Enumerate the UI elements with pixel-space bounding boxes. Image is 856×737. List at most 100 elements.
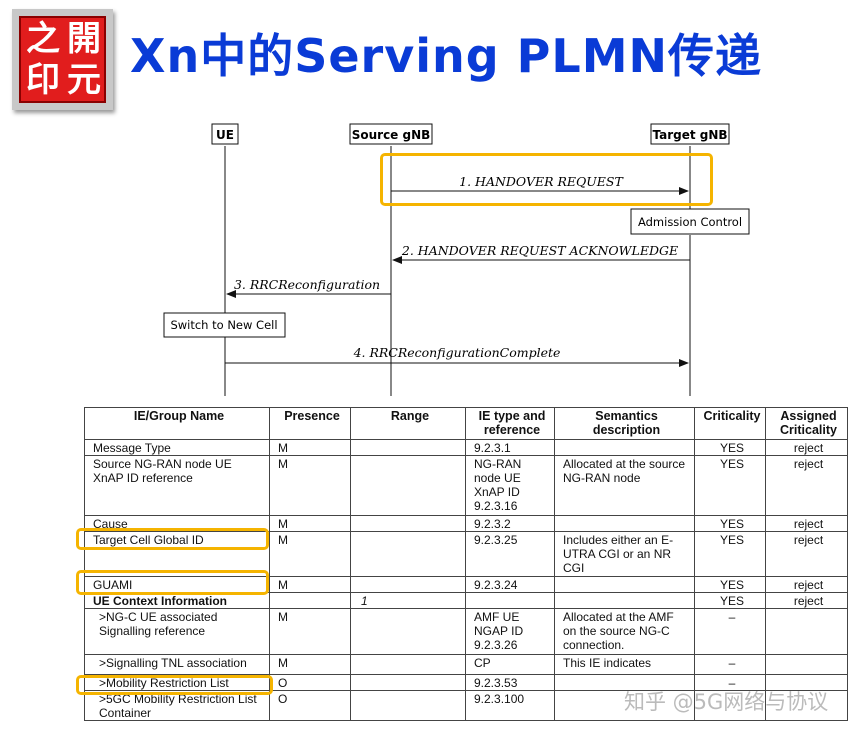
cell-ie-name: >Mobility Restriction List: [84, 674, 270, 691]
logo-char: 之: [26, 19, 60, 59]
cell-presence: M: [269, 439, 351, 456]
col-header-criticality: Criticality: [694, 407, 766, 440]
cell-semantics: [554, 515, 695, 532]
cell-presence: M: [269, 576, 351, 593]
cell-ie-type: [465, 592, 555, 609]
table-row: Source NG-RAN node UE XnAP ID reference …: [84, 455, 848, 516]
cell-criticality: –: [694, 654, 766, 675]
cell-ie-type: 9.2.3.53: [465, 674, 555, 691]
note-admission-control-label: Admission Control: [638, 215, 742, 229]
note-switch-label: Switch to New Cell: [170, 318, 277, 332]
cell-assigned-criticality: reject: [765, 592, 848, 609]
highlight-guami: [76, 570, 269, 595]
lifeline-source-label: Source gNB: [352, 128, 431, 142]
cell-semantics: [554, 592, 695, 609]
cell-ie-type: AMF UE NGAP ID 9.2.3.26: [465, 608, 555, 655]
table-row: Message Type M 9.2.3.1 YES reject: [84, 439, 848, 456]
highlight-mobility-restriction-list: [76, 675, 273, 695]
cell-ie-type: 9.2.3.100: [465, 690, 555, 721]
highlight-target-cell-global-id: [76, 528, 269, 550]
cell-presence: M: [269, 455, 351, 516]
logo-badge: 之 開 印 元: [19, 16, 106, 103]
cell-range: [350, 439, 466, 456]
cell-criticality: YES: [694, 531, 766, 577]
cell-presence: O: [269, 674, 351, 691]
cell-ie-name: >Signalling TNL association: [84, 654, 270, 675]
highlight-handover-request: [380, 153, 713, 206]
cell-ie-type: 9.2.3.2: [465, 515, 555, 532]
col-header-ie-name: IE/Group Name: [84, 407, 270, 440]
cell-ie-type: CP: [465, 654, 555, 675]
cell-range: [350, 531, 466, 577]
cell-range: [350, 654, 466, 675]
cell-criticality: YES: [694, 439, 766, 456]
cell-ie-name: Message Type: [84, 439, 270, 456]
cell-semantics: [554, 576, 695, 593]
col-header-semantics: Semantics description: [554, 407, 695, 440]
cell-assigned-criticality: reject: [765, 576, 848, 593]
table-row: >Mobility Restriction List O 9.2.3.53 –: [84, 674, 848, 691]
cell-range: [350, 608, 466, 655]
cell-assigned-criticality: reject: [765, 531, 848, 577]
cell-presence: M: [269, 608, 351, 655]
cell-ie-name: Source NG-RAN node UE XnAP ID reference: [84, 455, 270, 516]
cell-range: [350, 690, 466, 721]
cell-semantics: This IE indicates: [554, 654, 695, 675]
lifeline-target-gnb: Target gNB: [650, 123, 730, 145]
cell-criticality: YES: [694, 576, 766, 593]
cell-assigned-criticality: [765, 654, 848, 675]
cell-assigned-criticality: [765, 690, 848, 721]
cell-criticality: [694, 690, 766, 721]
message-label-1: 1. HANDOVER REQUEST: [459, 174, 624, 189]
table-header-row: IE/Group Name Presence Range IE type and…: [84, 407, 848, 440]
cell-ie-type: NG-RAN node UE XnAP ID 9.2.3.16: [465, 455, 555, 516]
col-header-range: Range: [350, 407, 466, 440]
table-row: Cause M 9.2.3.2 YES reject: [84, 515, 848, 532]
cell-ie-type: 9.2.3.25: [465, 531, 555, 577]
cell-criticality: YES: [694, 455, 766, 516]
sequence-diagram: UE Source gNB Target gNB 1. HANDOVER REQ…: [163, 123, 750, 396]
lifeline-source-gnb: Source gNB: [349, 123, 433, 145]
cell-ie-name: >NG-C UE associated Signalling reference: [84, 608, 270, 655]
message-label-4: 4. RRCReconfigurationComplete: [353, 345, 561, 360]
cell-semantics: Includes either an E-UTRA CGI or an NR C…: [554, 531, 695, 577]
lifeline-ue: UE: [211, 123, 239, 145]
cell-assigned-criticality: reject: [765, 455, 848, 516]
col-header-ie-type: IE type and reference: [465, 407, 555, 440]
message-label-3: 3. RRCReconfiguration: [234, 277, 380, 292]
cell-semantics: [554, 439, 695, 456]
cell-presence: M: [269, 654, 351, 675]
cell-criticality: –: [694, 608, 766, 655]
cell-ie-name: >5GC Mobility Restriction List Container: [84, 690, 270, 721]
lifeline-ue-label: UE: [216, 128, 234, 142]
note-admission-control: Admission Control: [630, 208, 750, 235]
cell-range: [350, 576, 466, 593]
page-title: Xn中的Serving PLMN传递: [130, 29, 762, 83]
cell-semantics: [554, 690, 695, 721]
cell-presence: M: [269, 515, 351, 532]
logo-char: 印: [26, 60, 60, 100]
ie-table: IE/Group Name Presence Range IE type and…: [84, 407, 848, 721]
col-header-assigned-criticality: Assigned Criticality: [765, 407, 848, 440]
table-row: Target Cell Global ID M 9.2.3.25 Include…: [84, 531, 848, 577]
lifeline-target-label: Target gNB: [652, 128, 727, 142]
cell-presence: [269, 592, 351, 609]
cell-range: [350, 455, 466, 516]
note-switch-to-new-cell: Switch to New Cell: [163, 312, 286, 338]
logo-char: 開: [67, 19, 101, 59]
table-row: >Signalling TNL association M CP This IE…: [84, 654, 848, 675]
cell-range: [350, 515, 466, 532]
cell-assigned-criticality: reject: [765, 439, 848, 456]
logo-char: 元: [67, 60, 101, 100]
cell-range: 1: [350, 592, 466, 609]
cell-semantics: Allocated at the source NG-RAN node: [554, 455, 695, 516]
cell-ie-type: 9.2.3.1: [465, 439, 555, 456]
message-label-2: 2. HANDOVER REQUEST ACKNOWLEDGE: [401, 243, 678, 258]
logo: 之 開 印 元: [12, 9, 113, 110]
cell-criticality: YES: [694, 515, 766, 532]
watermark: 知乎 @5G网络与协议: [624, 690, 829, 714]
cell-assigned-criticality: [765, 608, 848, 655]
table-row: >5GC Mobility Restriction List Container…: [84, 690, 848, 721]
cell-range: [350, 674, 466, 691]
cell-presence: O: [269, 690, 351, 721]
